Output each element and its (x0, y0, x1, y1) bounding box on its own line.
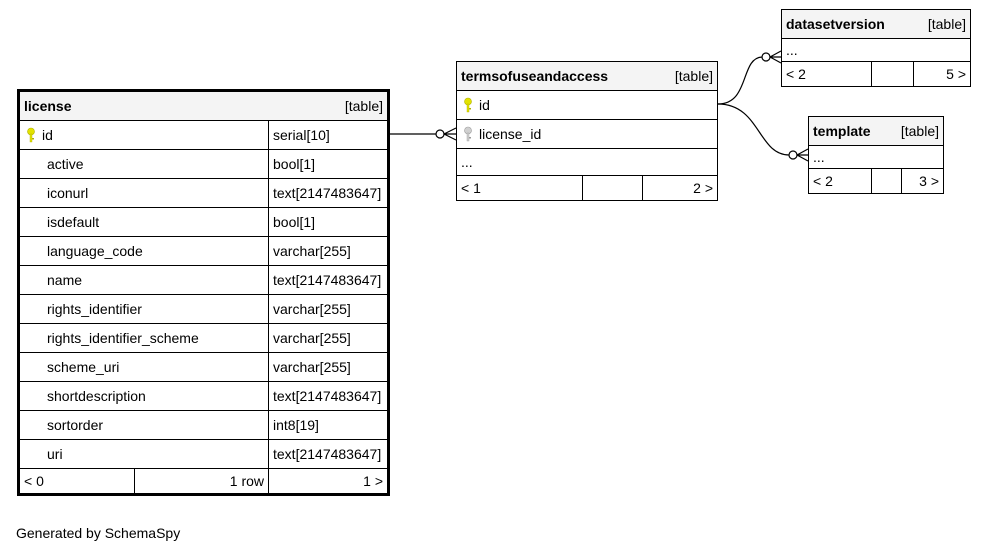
column-name: rights_identifier_scheme (18, 323, 269, 353)
column-name: id (42, 127, 53, 143)
column-row[interactable]: id (456, 90, 718, 120)
foreign-key-icon (464, 126, 472, 142)
edge-terms-template (717, 103, 809, 162)
column-type: varchar[255] (268, 236, 389, 266)
column-name: language_code (18, 236, 269, 266)
table-type: [table] (900, 123, 939, 139)
column-type: text[2147483647] (268, 265, 389, 295)
column-type: varchar[255] (268, 294, 389, 324)
footer-credit: Generated by SchemaSpy (16, 525, 181, 541)
column-type: varchar[255] (268, 352, 389, 382)
table-name: termsofuseandaccess (461, 68, 609, 84)
nav-children[interactable]: 2 > (642, 175, 718, 201)
column-type: int8[19] (268, 410, 389, 440)
more-columns: ... (456, 148, 718, 176)
table-nav-row: < 1 2 > (455, 175, 718, 201)
table-type: [table] (674, 68, 713, 84)
nav-spacer (582, 175, 644, 201)
row-count: 1 row (134, 468, 269, 495)
column-name: sortorder (18, 410, 269, 440)
nav-parents[interactable]: < 2 (808, 168, 872, 194)
column-type: bool[1] (268, 149, 389, 179)
column-name: name (18, 265, 269, 295)
termsofuseandaccess-table[interactable]: termsofuseandaccess [table] id license_i… (455, 61, 718, 201)
column-type: bool[1] (268, 207, 389, 237)
column-type: text[2147483647] (268, 439, 389, 469)
column-name: license_id (479, 126, 542, 142)
more-columns-row: ... (456, 148, 718, 176)
table-name: license (24, 98, 72, 114)
column-name: scheme_uri (18, 352, 269, 382)
edge-license-terms (390, 127, 457, 141)
table-name: template (813, 123, 871, 139)
more-columns-row: ... (781, 38, 971, 62)
column-type: text[2147483647] (268, 381, 389, 411)
column-name: uri (18, 439, 269, 469)
template-table-header: template [table] (808, 116, 944, 146)
nav-parents[interactable]: < 1 (455, 175, 584, 201)
column-name: id (479, 97, 490, 113)
table-type: [table] (927, 16, 966, 32)
column-type: serial[10] (268, 120, 389, 150)
datasetversion-table[interactable]: datasetversion [table] ... < 2 5 > (781, 9, 971, 87)
datasetversion-table-header: datasetversion [table] (781, 9, 971, 39)
column-row[interactable]: license_id (456, 119, 718, 149)
more-columns: ... (781, 38, 971, 62)
column-name: iconurl (18, 178, 269, 208)
table-nav-row: < 0 1 row 1 > (18, 468, 389, 495)
column-row[interactable]: id serial[10] (18, 120, 389, 150)
more-columns: ... (808, 145, 944, 169)
nav-children[interactable]: 3 > (900, 168, 944, 194)
template-table[interactable]: template [table] ... < 2 3 > (808, 116, 944, 194)
terms-table-header: termsofuseandaccess [table] (456, 61, 718, 91)
column-name: shortdescription (18, 381, 269, 411)
primary-key-icon (27, 127, 35, 143)
column-type: varchar[255] (268, 323, 389, 353)
table-nav-row: < 2 3 > (808, 168, 944, 194)
nav-spacer (870, 168, 902, 194)
edge-terms-datasetversion (717, 50, 782, 105)
table-nav-row: < 2 5 > (781, 61, 971, 87)
column-name: isdefault (18, 207, 269, 237)
license-table-header: license [table] (18, 90, 389, 121)
column-name: active (18, 149, 269, 179)
nav-spacer (870, 61, 915, 87)
column-name: rights_identifier (18, 294, 269, 324)
table-type: [table] (344, 98, 383, 114)
nav-parents[interactable]: < 0 (18, 468, 135, 495)
nav-parents[interactable]: < 2 (781, 61, 872, 87)
more-columns-row: ... (808, 145, 944, 169)
table-name: datasetversion (786, 16, 885, 32)
nav-children[interactable]: 5 > (913, 61, 971, 87)
nav-children[interactable]: 1 > (268, 468, 389, 495)
column-type: text[2147483647] (268, 178, 389, 208)
primary-key-icon (464, 97, 472, 113)
